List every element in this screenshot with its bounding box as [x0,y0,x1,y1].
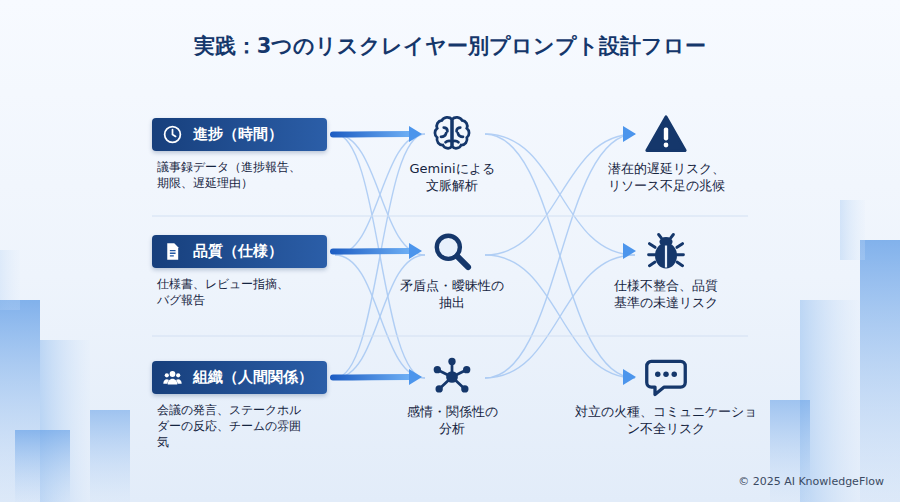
layer-header-bar: 組織（人間関係） [152,361,327,394]
arrow-shaft [333,374,411,381]
risk-output-node: 対立の火種、コミュニケーション不全リスク [573,355,759,437]
node-label: 矛盾点・曖昧性の抽出 [398,277,506,311]
risk-output-node: 仕様不整合、品質基準の未達リスク [612,229,720,311]
people-icon [162,367,183,388]
node-label: 感情・関係性の分析 [404,403,500,437]
node-label: 仕様不整合、品質基準の未達リスク [612,277,720,311]
copyright-note: © 2025 AI KnowledgeFlow [738,475,884,488]
layer-heading: 品質（仕様） [193,242,283,261]
arrow-shaft [480,248,625,254]
node-label: Geminiによる文脈解析 [409,160,495,194]
layer-heading: 組織（人間関係） [193,368,313,387]
flow-arrow [333,243,422,259]
flow-arrow [480,369,636,385]
doc-icon [162,241,183,262]
process-node: Geminiによる文脈解析 [409,112,495,194]
brain-icon [430,112,474,156]
diagram-title: 実践：3つのリスクレイヤー別プロンプト設計フロー [0,32,900,60]
arrow-head [623,369,636,385]
bug-icon [644,229,688,273]
node-label: 対立の火種、コミュニケーション不全リスク [573,403,759,437]
process-node: 矛盾点・曖昧性の抽出 [398,229,506,311]
layer-header-bar: 進捗（時間） [152,118,327,151]
arrow-shaft [480,131,625,137]
layer-source-text: 会議の発言、ステークホルダーの反応、チームの雰囲気 [157,402,309,450]
arrow-head [409,369,422,385]
node-label: 潜在的遅延リスク、リソース不足の兆候 [605,160,727,194]
layer-input-node: 進捗（時間） 議事録データ（進捗報告、期限、遅延理由） [152,118,337,191]
flow-arrow [480,243,636,259]
clock-icon [162,124,183,145]
layer-input-node: 品質（仕様） 仕様書、レビュー指摘、バグ報告 [152,235,337,308]
risk-output-node: 潜在的遅延リスク、リソース不足の兆候 [605,112,727,194]
flow-arrow [333,126,422,142]
layer-header-bar: 品質（仕様） [152,235,327,268]
flow-arrow [480,126,636,142]
arrow-shaft [480,374,625,380]
arrow-shaft [333,248,411,255]
arrow-head [623,243,636,259]
corner-blocks [0,200,900,502]
layer-source-text: 議事録データ（進捗報告、期限、遅延理由） [157,159,307,191]
process-node: 感情・関係性の分析 [404,355,500,437]
layer-input-node: 組織（人間関係） 会議の発言、ステークホルダーの反応、チームの雰囲気 [152,361,337,450]
layer-heading: 進捗（時間） [193,125,283,144]
warn-icon [644,112,688,156]
network-icon [430,355,474,399]
arrow-head [409,243,422,259]
arrow-head [623,126,636,142]
layer-source-text: 仕様書、レビュー指摘、バグ報告 [157,276,297,308]
search-icon [430,229,474,273]
flow-curves [335,134,635,378]
arrow-head [409,126,422,142]
flow-arrow [333,369,422,385]
chat-icon [644,355,688,399]
row-separators [152,216,748,336]
arrow-shaft [333,131,411,138]
